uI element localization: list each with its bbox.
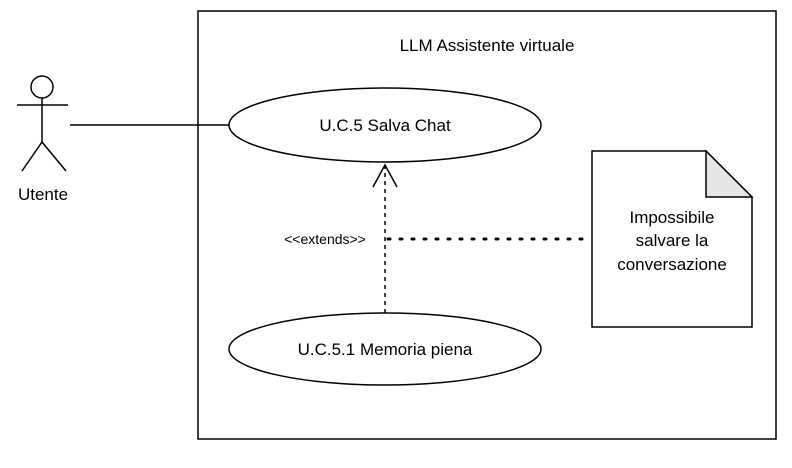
actor-utente[interactable]: [17, 75, 68, 172]
extends-label-bg: [272, 229, 378, 249]
system-title: LLM Assistente virtuale: [400, 36, 575, 55]
note-line-3: conversazione: [617, 255, 727, 274]
extends-arrowhead: [372, 163, 398, 188]
actor-right-leg: [41, 141, 67, 172]
note-line-2: salvare la: [636, 231, 709, 250]
use-case-salva-chat[interactable]: [228, 87, 542, 163]
note-line-1: Impossibile: [629, 208, 714, 227]
actor-head: [30, 75, 54, 99]
use-case-memoria-piena-label: U.C.5.1 Memoria piena: [298, 340, 473, 359]
actor-label: Utente: [18, 185, 68, 204]
actor-left-leg: [21, 141, 43, 172]
use-case-salva-chat-label: U.C.5 Salva Chat: [319, 116, 451, 135]
extends-label: <<extends>>: [284, 231, 366, 247]
note-fold: [705, 149, 754, 198]
